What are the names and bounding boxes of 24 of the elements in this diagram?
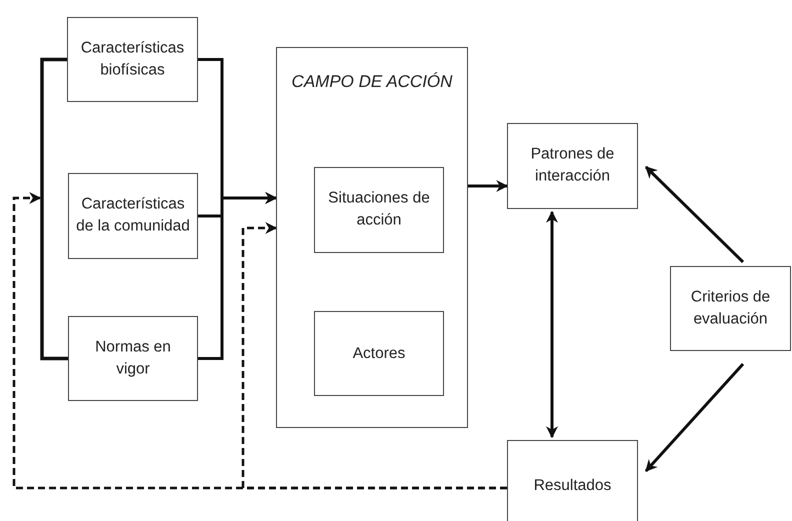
process-box [670, 266, 791, 351]
process-box [314, 311, 444, 396]
process-box [314, 167, 444, 253]
arrow [468, 180, 508, 192]
process-box [67, 17, 198, 102]
arrow [546, 210, 558, 438]
process-box [68, 316, 198, 401]
arrow [644, 166, 744, 264]
process-box [68, 173, 198, 259]
box-label: Características de la comunidad [75, 194, 191, 237]
arrow [198, 192, 278, 360]
process-box [507, 440, 638, 521]
arrow [644, 363, 744, 472]
box-label: Resultados [534, 476, 612, 496]
box-label: Actores [352, 343, 406, 364]
process-box [507, 123, 638, 209]
box-label: Patrones de interacción [530, 144, 616, 187]
box-label: Criterios de evaluación [690, 287, 772, 330]
box-label: Situaciones de acción [327, 188, 431, 231]
container-box [276, 47, 468, 428]
box-label: Características biofísicas [80, 38, 186, 80]
box-label: Normas en vigor [94, 337, 172, 380]
arrow [242, 222, 507, 490]
container-title: CAMPO DE ACCIÓN [292, 71, 452, 93]
